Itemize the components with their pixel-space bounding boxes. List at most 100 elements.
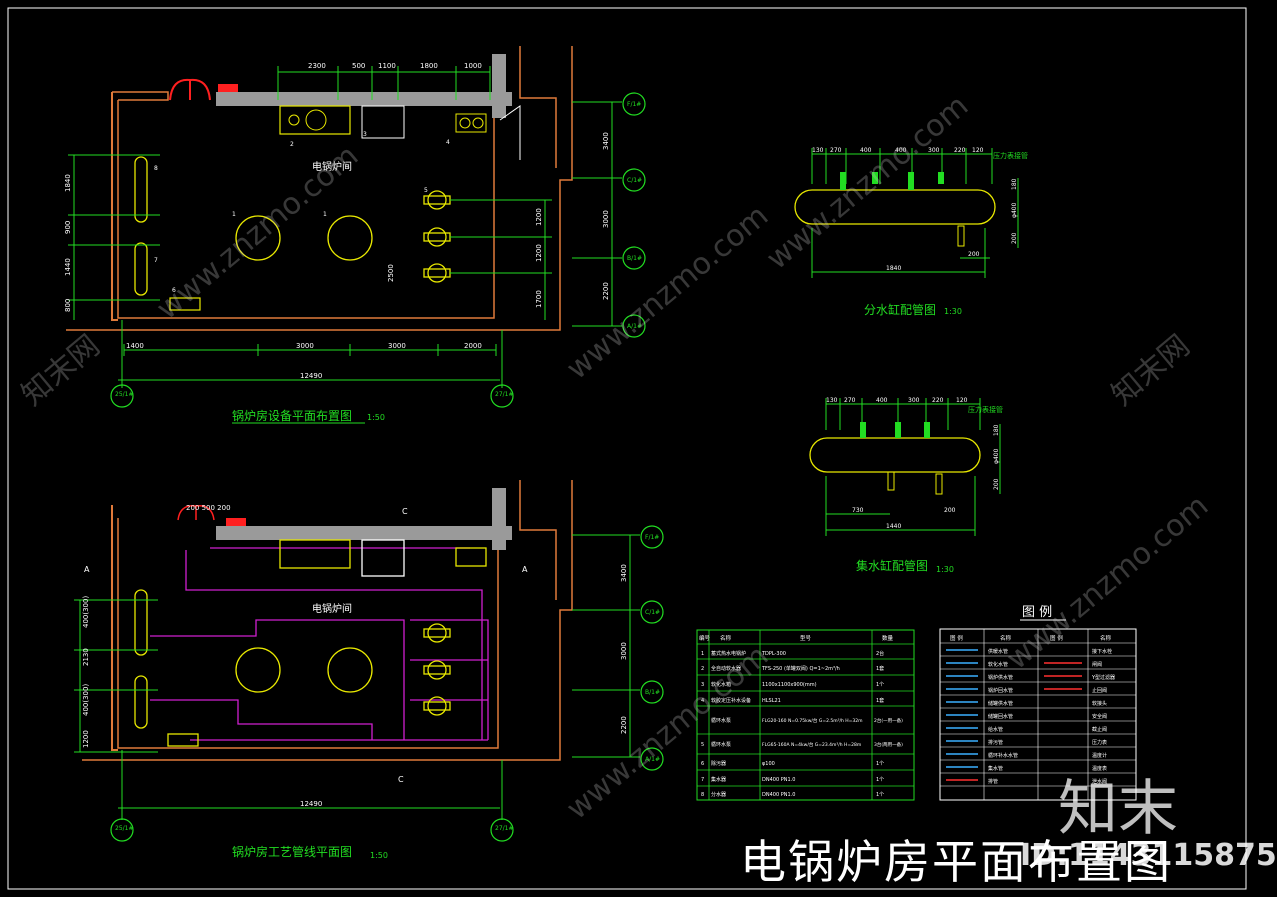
legend-item: 储罐回水管 [988,713,1013,720]
legend-item: 锅炉回水管 [988,687,1013,694]
dim: 3000 [602,210,610,228]
legend-item: 循环补水水管 [988,752,1018,759]
table-cell: 1个 [876,777,884,783]
dim: 2500 [387,264,395,282]
section-mark: C [398,775,404,784]
door-mark [218,84,238,92]
note: 压力表接管 [993,151,1028,160]
dim: 220 [954,147,966,154]
legend-item: 接下水栓 [1092,648,1112,655]
table-cell: TFS-250 (单罐双阀) Q=1~2m³/h [761,665,840,672]
dim: 400 [895,147,907,154]
legend-item: 供暖水管 [988,648,1008,655]
table-cell: 蓄式热水电锅炉 [711,650,746,657]
dim: 2200 [602,282,610,300]
boiler [235,215,281,261]
tag: 2 [290,141,294,148]
dim: 1440 [886,523,901,530]
dim: 1000 [464,62,482,70]
dim: 1800 [420,62,438,70]
total-dim: 12490 [300,372,322,380]
dim: 1200 [535,208,543,226]
dim: 1200 [535,244,543,262]
wall [111,92,118,321]
table-cell: 4 [701,698,704,704]
wall [66,46,573,331]
table-cell: φ100 [762,761,775,767]
table-cell: 8 [701,792,704,798]
softener-tank [288,114,300,126]
axis-label: 25/1# [115,391,134,398]
wall [519,480,557,600]
axis-bubbles [110,92,646,408]
beam [216,92,512,106]
dim: 1840 [886,265,901,272]
header-8 [134,156,148,223]
plan1-dims [68,66,622,388]
header-7 [134,242,148,296]
table-cell: HLSL21 [762,698,781,704]
room-label: 电锅炉间 [312,160,352,173]
table-cell: 循环水泵 [711,717,731,724]
axis-bubbles [110,525,664,842]
dim: 900 [64,221,72,234]
tag: 4 [446,139,450,146]
dim: 120 [972,147,984,154]
main-title: 电锅炉房平面布置图 [740,835,1172,889]
table-cell: 2 [701,666,704,672]
tag: 6 [172,287,176,294]
table-cell: 1个 [876,792,884,798]
fen-detail: 130 270 400 400 300 220 120 1840 200 180… [794,147,1028,317]
table-cell: 1个 [876,682,884,688]
wall [111,505,118,751]
header-vessel [809,437,981,473]
dim: 270 [844,397,856,404]
table-cell: 3台(两用一备) [874,741,903,748]
dim: φ400 [993,448,1000,464]
axis-label: C/1# [627,177,642,184]
legend-header: 名称 [1100,634,1112,642]
dim: 300 [928,147,940,154]
door-mark [226,518,246,526]
plan1-title: 锅炉房设备平面布置图 [232,408,352,423]
legend-header: 名称 [1000,634,1012,642]
table-grid [697,630,914,800]
table-cell: FLG65-160A N=4kw/台 G=23.4m³/h H=28m [762,741,861,748]
pressure-unit [455,113,487,133]
filter-6 [169,297,201,311]
dim: 1440 [64,258,72,276]
axis-label: 25/1# [115,825,134,832]
wall [82,480,573,761]
section-mark: A [522,565,528,574]
dim: 3400 [602,132,610,150]
plan2-pipe-layout: 200 500 200 12490 400(300) 2130 400(300)… [74,480,664,860]
note: 压力表接管 [968,405,1003,414]
axis-label: B/1# [645,689,660,696]
legend-item: 锅炉供水管 [988,674,1013,681]
drawing-frame [7,7,1247,890]
dim: φ400 [1011,202,1018,218]
table-cell: 1 [701,651,704,657]
fen-scale: 1:30 [944,307,962,316]
dim: 2130 [82,648,90,666]
legend-item: Y型过滤器 [1091,674,1115,681]
dim: 400 [876,397,888,404]
door-icon [177,505,215,521]
axis-label: A/1# [627,323,642,330]
stair [499,105,521,160]
dim: 180 [1011,178,1018,190]
table-cell: 7 [701,777,704,783]
dim: 400(300) [82,684,90,716]
legend-item: 止回阀 [1092,687,1107,694]
dim: 120 [956,397,968,404]
table-cell: 集水器 [711,776,726,783]
fen-title: 分水缸配管图 [864,302,936,317]
table-header: 名称 [720,634,732,642]
dim: 200 [968,251,980,258]
dim: 270 [830,147,842,154]
dim: 220 [932,397,944,404]
dim: 2300 [308,62,326,70]
legend-item: 温度表 [1092,765,1107,772]
fen-dims [811,148,1019,278]
water-tank [361,105,405,139]
